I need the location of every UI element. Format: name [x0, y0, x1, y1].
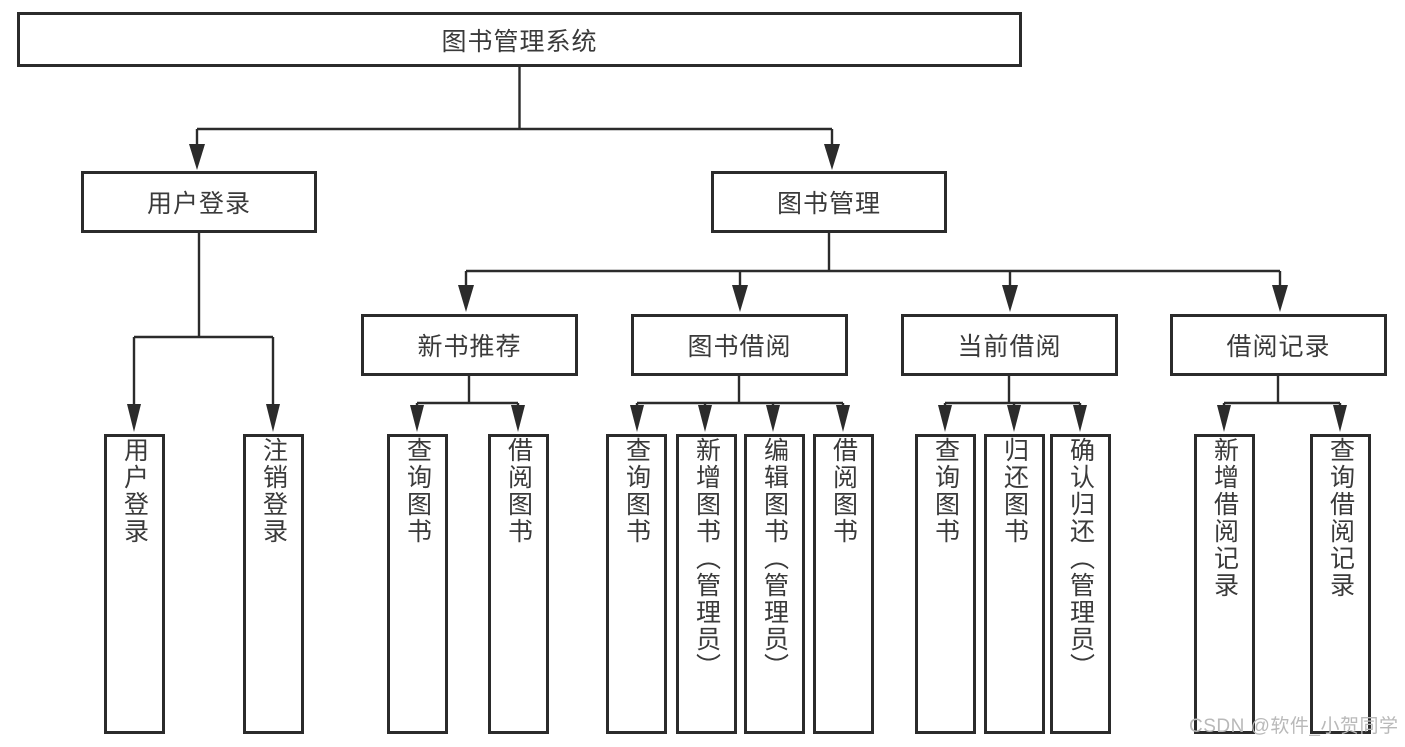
- leaf-borrow-book-2[interactable]: 借阅图书: [813, 434, 874, 734]
- leaf-add-book-label: 新增图书（管理员）: [692, 437, 721, 680]
- leaf-query-book-3-label: 查询图书: [931, 437, 960, 545]
- node-book-manage-label: 图书管理: [776, 190, 881, 218]
- leaf-return-book-label: 归还图书: [1000, 437, 1029, 545]
- node-book-borrow-label: 图书借阅: [687, 333, 792, 361]
- node-book-borrow[interactable]: 图书借阅: [631, 314, 848, 376]
- leaf-query-book-2-label: 查询图书: [622, 437, 651, 545]
- leaf-user-login-label: 用户登录: [120, 437, 149, 545]
- leaf-query-book-2[interactable]: 查询图书: [606, 434, 667, 734]
- leaf-borrow-book-1[interactable]: 借阅图书: [488, 434, 549, 734]
- leaf-confirm-return-label: 确认归还（管理员）: [1066, 437, 1095, 680]
- leaf-query-book-3[interactable]: 查询图书: [915, 434, 976, 734]
- leaf-user-login[interactable]: 用户登录: [104, 434, 165, 734]
- leaf-confirm-return[interactable]: 确认归还（管理员）: [1050, 434, 1111, 734]
- edge-bookborrow-to-leaves: [630, 376, 850, 432]
- leaf-edit-book[interactable]: 编辑图书（管理员）: [744, 434, 805, 734]
- leaf-logout[interactable]: 注销登录: [243, 434, 304, 734]
- leaf-add-record[interactable]: 新增借阅记录: [1194, 434, 1255, 734]
- node-book-manage[interactable]: 图书管理: [711, 171, 947, 233]
- node-borrow-record[interactable]: 借阅记录: [1170, 314, 1387, 376]
- node-borrow-record-label: 借阅记录: [1226, 333, 1331, 361]
- node-current-borrow-label: 当前借阅: [957, 333, 1062, 361]
- leaf-edit-book-label: 编辑图书（管理员）: [760, 437, 789, 680]
- node-current-borrow[interactable]: 当前借阅: [901, 314, 1118, 376]
- node-user-login[interactable]: 用户登录: [81, 171, 317, 233]
- leaf-return-book[interactable]: 归还图书: [984, 434, 1045, 734]
- leaf-add-book[interactable]: 新增图书（管理员）: [676, 434, 737, 734]
- leaf-logout-label: 注销登录: [259, 437, 288, 545]
- node-new-book-recommend[interactable]: 新书推荐: [361, 314, 578, 376]
- leaf-borrow-book-1-label: 借阅图书: [504, 437, 533, 545]
- node-new-book-recommend-label: 新书推荐: [417, 333, 522, 361]
- leaf-query-record[interactable]: 查询借阅记录: [1310, 434, 1371, 734]
- node-root[interactable]: 图书管理系统: [17, 12, 1022, 67]
- leaf-add-record-label: 新增借阅记录: [1210, 437, 1239, 599]
- edge-borrowrecord-to-leaves: [1217, 376, 1347, 432]
- node-user-login-label: 用户登录: [146, 190, 251, 218]
- leaf-query-book-1[interactable]: 查询图书: [387, 434, 448, 734]
- edge-userlogin-to-leaves: [127, 233, 280, 432]
- leaf-query-record-label: 查询借阅记录: [1326, 437, 1355, 599]
- edge-newbook-to-leaves: [410, 376, 525, 432]
- leaf-query-book-1-label: 查询图书: [403, 437, 432, 545]
- edge-root-to-level2: [189, 66, 840, 170]
- node-root-label: 图书管理系统: [441, 27, 598, 56]
- leaf-borrow-book-2-label: 借阅图书: [829, 437, 858, 545]
- edge-currentborrow-to-leaves: [938, 376, 1087, 432]
- edge-bookmanage-to-level3: [458, 233, 1288, 312]
